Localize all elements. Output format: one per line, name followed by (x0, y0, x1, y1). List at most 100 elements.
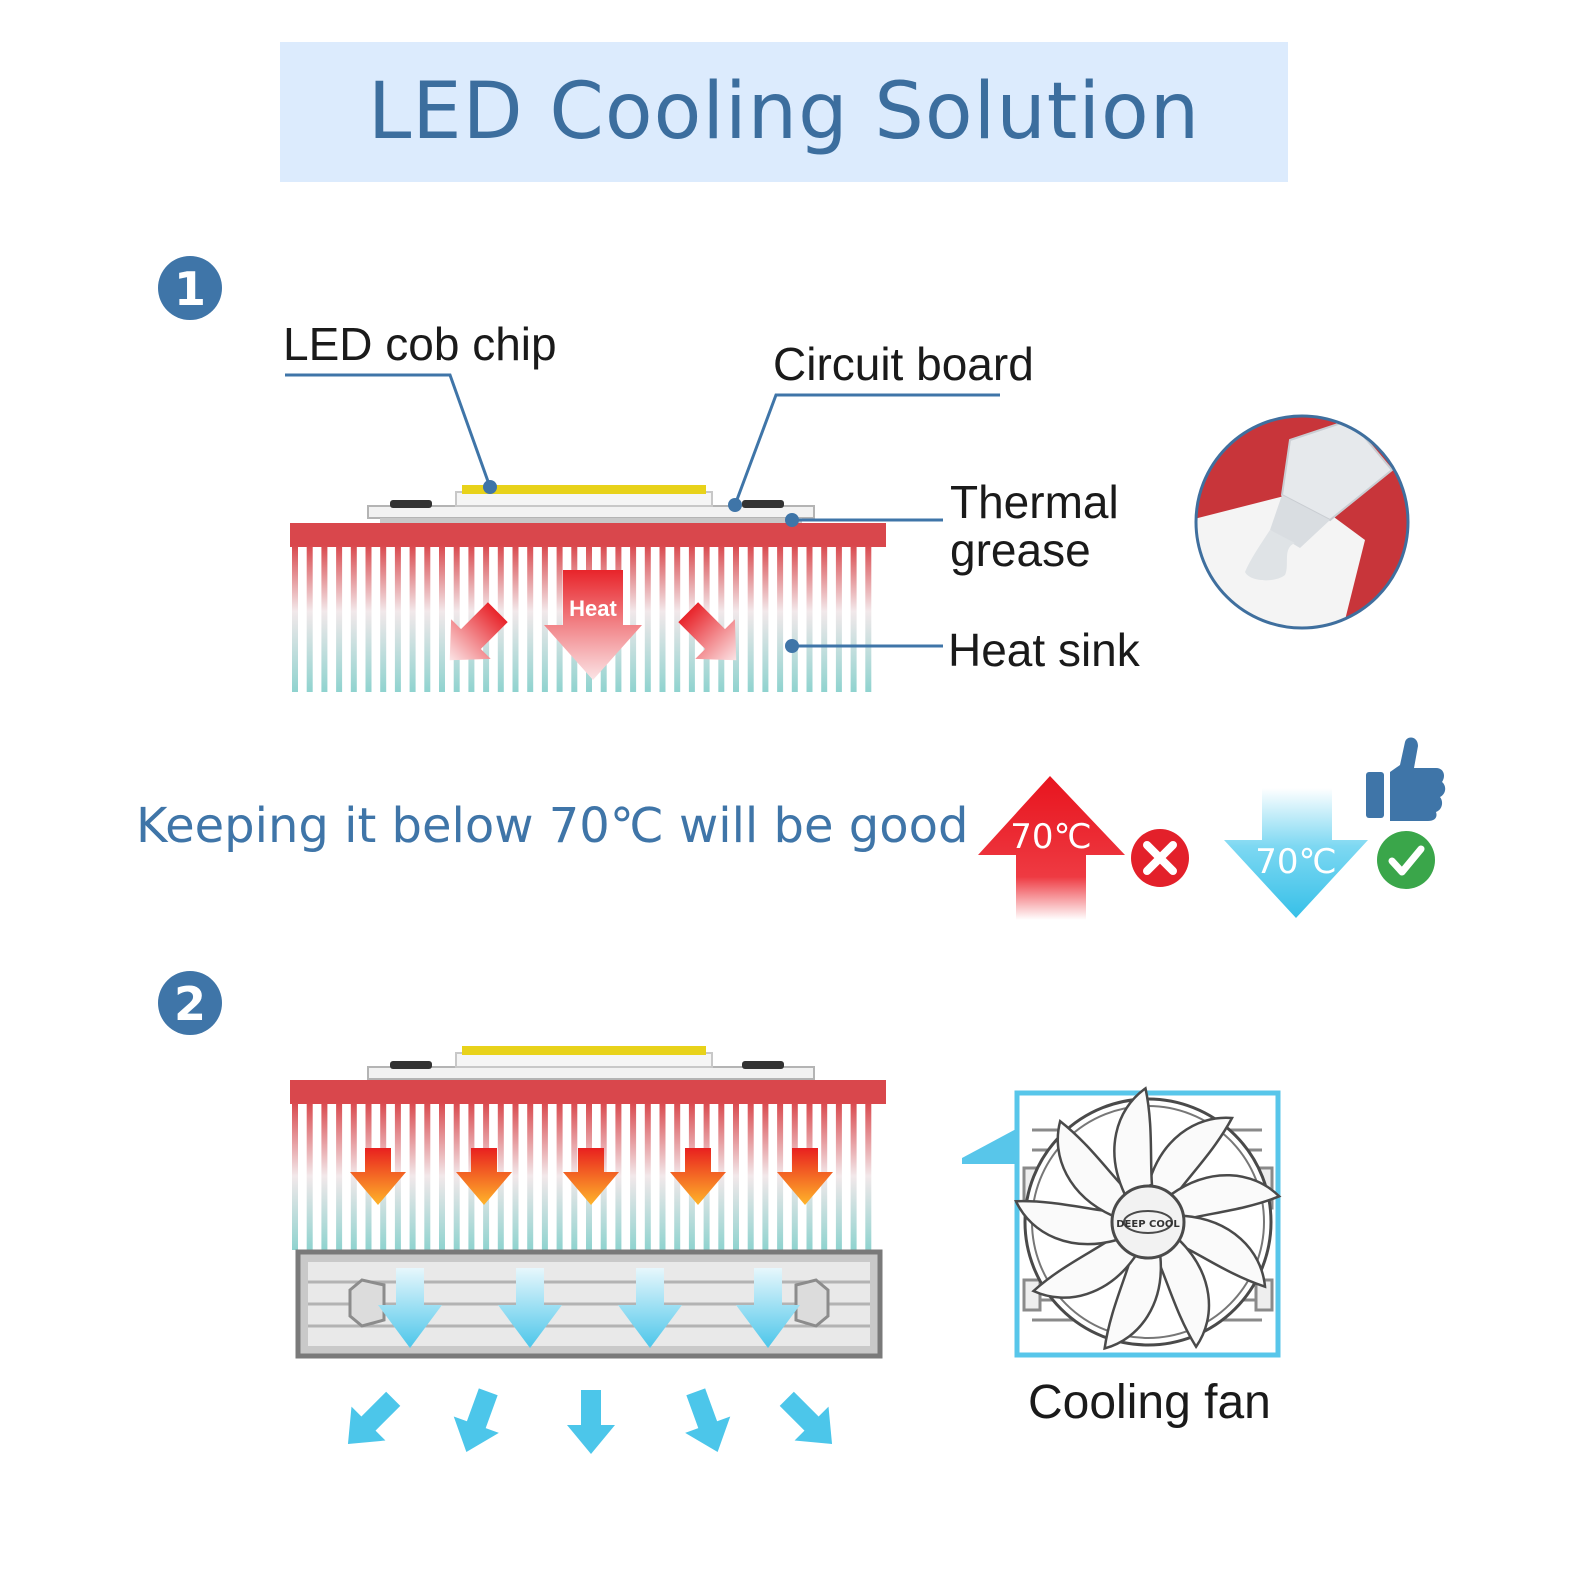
airflow-arrow-out (347, 1391, 401, 1445)
solder-pad-left-2 (390, 1061, 432, 1069)
airflow-arrow-out (779, 1391, 833, 1445)
led-assembly-2 (290, 1046, 886, 1454)
airflow-arrow (378, 1268, 442, 1348)
heat-sink-fin (512, 1102, 519, 1250)
fan-blade (1103, 1254, 1163, 1351)
label-led-cob-chip: LED cob chip (283, 318, 557, 370)
heat-sink-fin (777, 545, 784, 692)
heat-sink-fin (733, 545, 739, 692)
label-thermal-grease-line2: grease (950, 524, 1091, 576)
fan-blade (1146, 1116, 1234, 1198)
fan-housing (295, 1249, 883, 1359)
fan-brand-logo: DEEP COOL (1116, 1219, 1180, 1230)
heat-sink-fin (615, 1102, 622, 1250)
heat-sink-base-2 (290, 1080, 886, 1104)
heat-sink-fin (306, 1102, 313, 1250)
heat-sink-fin (821, 545, 828, 692)
step-1-number: 1 (174, 262, 206, 316)
heat-sink-fin (806, 545, 813, 692)
label-heat-sink: Heat sink (948, 624, 1140, 676)
heat-sink-fin (556, 1102, 563, 1250)
label-thermal-grease-line1: Thermal (950, 476, 1119, 528)
heat-sink-fin (791, 545, 798, 692)
heat-sink-fin (835, 545, 842, 692)
heat-sink-fin (365, 545, 372, 692)
heat-sink-fin (424, 545, 431, 692)
heat-sink-fin (321, 545, 328, 692)
solder-pad-right (742, 500, 784, 508)
thermal-grease-layer (380, 518, 802, 523)
heat-sink-fin (336, 1102, 343, 1250)
heat-sink-fin (292, 545, 298, 692)
title-banner: LED Cooling Solution (280, 42, 1288, 182)
heat-sink-fin (850, 545, 857, 692)
check-circle-icon (1377, 831, 1435, 889)
heat-sink-fin (865, 545, 872, 692)
airflow-arrow (736, 1268, 800, 1348)
heat-sink-fin (292, 1102, 298, 1250)
led-assembly-1: Heat (285, 373, 1000, 692)
heat-sink-fin (439, 545, 445, 692)
chip-substrate-2 (455, 1052, 713, 1068)
heat-sink-fin (556, 545, 563, 692)
heat-sink-fin (512, 545, 519, 692)
heat-arrow-down: Heat (544, 570, 642, 680)
heat-sink-fin (321, 1102, 328, 1250)
airflow-arrows-in (378, 1268, 800, 1348)
heat-sink-base (290, 523, 886, 547)
page-title: LED Cooling Solution (367, 67, 1201, 157)
fan-blade (1031, 1235, 1138, 1299)
low-temp-arrow: 70℃ (1224, 788, 1368, 918)
heat-flow-arrow (563, 1148, 619, 1205)
heat-sink-fin (630, 545, 637, 692)
heat-arrow-left (449, 602, 508, 661)
heat-sink-fin (762, 1102, 769, 1250)
high-temp-label: 70℃ (1010, 817, 1091, 857)
thermal-grease-photo (1194, 414, 1410, 630)
heat-flow-arrow (777, 1148, 833, 1205)
fan-callout-pointer (962, 1128, 1018, 1164)
heat-sink-fin (439, 1102, 445, 1250)
airflow-arrow-out (685, 1388, 731, 1452)
heat-sink-fin (659, 1102, 666, 1250)
cooling-fan-photo: DEEP COOL (1013, 1086, 1282, 1358)
heat-flow-arrows (350, 1148, 833, 1205)
heat-flow-arrow (350, 1148, 406, 1205)
heat-sink-fin (453, 545, 460, 692)
heat-sink-fin (718, 545, 725, 692)
leader-dots (483, 480, 799, 653)
heat-sink-fin (644, 545, 651, 692)
solder-pad-right-2 (742, 1061, 784, 1069)
heat-sink-fin (835, 1102, 842, 1250)
step-2-number: 2 (174, 977, 206, 1031)
label-thermal-grease: Thermal grease (950, 478, 1119, 574)
solder-pad-left (390, 500, 432, 508)
heat-sink-fin (747, 1102, 754, 1250)
heat-sink-fin (659, 545, 666, 692)
fan-blade (1169, 1174, 1282, 1221)
heat-sink-fin (541, 545, 548, 692)
x-circle-icon (1131, 829, 1189, 887)
heat-sink-fin (747, 545, 754, 692)
low-temp-label: 70℃ (1255, 842, 1336, 882)
airflow-arrow-out (453, 1388, 499, 1452)
heat-arrow-right (678, 602, 737, 661)
heat-sink-fin (541, 1102, 548, 1250)
fan-blade (1013, 1199, 1119, 1246)
heat-sink-fin (424, 1102, 431, 1250)
heat-sink-fin (409, 545, 416, 692)
thumbs-up-icon (1366, 737, 1446, 821)
led-cob-chip (462, 485, 706, 494)
heat-sink-fin (306, 545, 313, 692)
fan-blade (1113, 1086, 1154, 1196)
heat-sink-fin (630, 1102, 637, 1250)
heat-sink-fin (336, 545, 343, 692)
heat-sink-fin (453, 1102, 460, 1250)
heat-sink-fin (777, 1102, 784, 1250)
heat-sink-fin (409, 1102, 416, 1250)
fan-blade (1155, 1238, 1211, 1350)
high-temp-arrow: 70℃ (978, 776, 1125, 920)
heat-flow-arrow (670, 1148, 726, 1205)
